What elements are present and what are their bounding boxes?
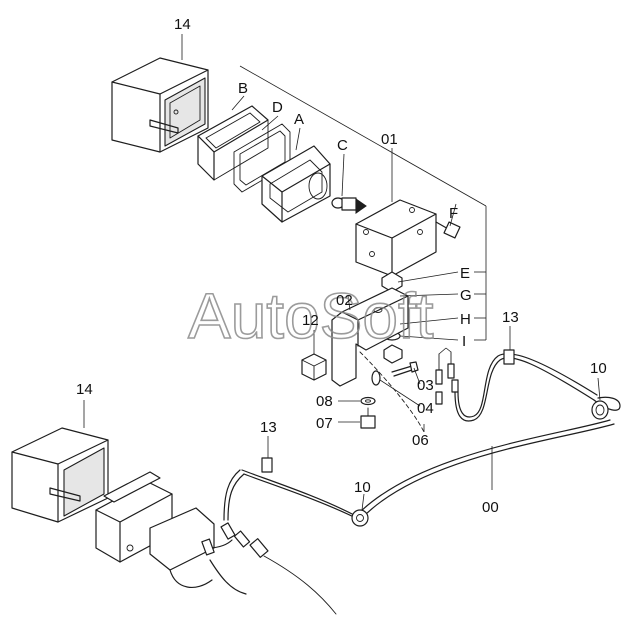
screw-f bbox=[435, 221, 461, 239]
label-f: F bbox=[449, 205, 458, 222]
label-c: C bbox=[337, 137, 348, 154]
bulb-c bbox=[331, 197, 367, 214]
label-h: H bbox=[460, 311, 471, 328]
label-04: 04 bbox=[417, 400, 434, 417]
block-12 bbox=[301, 353, 327, 381]
lamp-housing-01 bbox=[355, 199, 437, 277]
wire-06 bbox=[359, 351, 425, 433]
clamp-10-lower bbox=[351, 509, 369, 527]
washer-08 bbox=[360, 396, 376, 406]
washer-04 bbox=[371, 370, 381, 386]
label-03: 03 bbox=[417, 377, 434, 394]
cable-00 bbox=[223, 419, 615, 521]
connectors-lower bbox=[201, 522, 337, 615]
lens-a bbox=[261, 145, 331, 223]
label-g: G bbox=[460, 287, 472, 304]
leader-lines bbox=[83, 34, 601, 511]
label-d: D bbox=[272, 99, 283, 116]
lamp-assembled-lower bbox=[95, 471, 247, 595]
label-i: I bbox=[462, 333, 466, 350]
label-12: 12 bbox=[302, 312, 319, 329]
lamp-guard-upper bbox=[111, 57, 209, 153]
bracket-02 bbox=[331, 287, 409, 387]
label-13-lower: 13 bbox=[260, 419, 277, 436]
label-10-lower: 10 bbox=[354, 479, 371, 496]
label-14-lower: 14 bbox=[76, 381, 93, 398]
label-13-upper: 13 bbox=[502, 309, 519, 326]
label-01: 01 bbox=[381, 131, 398, 148]
label-08: 08 bbox=[316, 393, 333, 410]
label-a: A bbox=[294, 111, 304, 128]
watermark-text: AutoSoft bbox=[188, 280, 434, 352]
wire-harness-upper bbox=[454, 349, 621, 422]
label-10-upper: 10 bbox=[590, 360, 607, 377]
label-e: E bbox=[460, 265, 470, 282]
label-02: 02 bbox=[336, 292, 353, 309]
label-b: B bbox=[238, 80, 248, 97]
label-06: 06 bbox=[412, 432, 429, 449]
label-00: 00 bbox=[482, 499, 499, 516]
lamp-guard-lower bbox=[11, 427, 109, 523]
bolt-03 bbox=[391, 361, 419, 377]
callout-labels: 14 B D A C 01 F E G H I 02 12 13 10 03 0… bbox=[76, 16, 607, 516]
label-14-upper: 14 bbox=[174, 16, 191, 33]
clamp-10-upper bbox=[591, 400, 609, 420]
connectors-upper bbox=[435, 351, 459, 405]
bolt-07 bbox=[360, 407, 376, 429]
lens-frame-b bbox=[197, 105, 269, 181]
label-07: 07 bbox=[316, 415, 333, 432]
